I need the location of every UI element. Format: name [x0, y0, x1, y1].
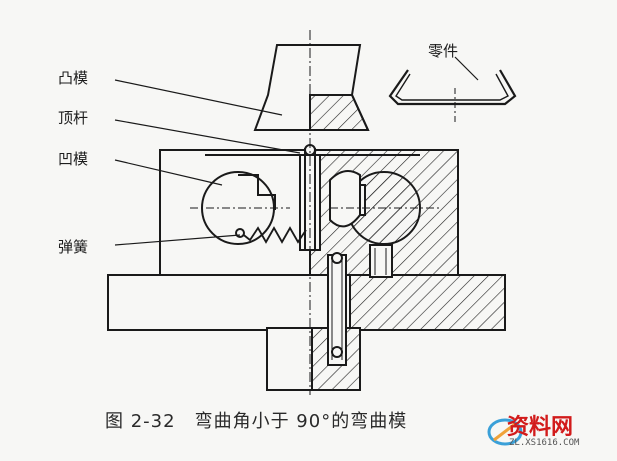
base-plate-hatched	[349, 274, 506, 331]
part-shape	[388, 69, 517, 106]
leader-part	[454, 56, 479, 81]
label-part: 零件	[428, 42, 459, 60]
label-punch: 凸模	[58, 69, 89, 87]
label-spring: 弹簧	[58, 238, 89, 256]
spring-coil	[239, 226, 307, 244]
label-die: 凹模	[58, 150, 89, 168]
figure-caption: 图 2-32 弯曲角小于 90°的弯曲模	[105, 411, 408, 432]
leader-ejector	[114, 119, 301, 154]
watermark-url: ZL.XS1616.COM	[509, 438, 580, 448]
watermark-brand: 资料网	[507, 415, 574, 440]
leader-spring	[114, 234, 241, 246]
leader-die	[114, 159, 223, 186]
watermark-logo	[487, 418, 523, 446]
watermark: 资料网 ZL.XS1616.COM	[459, 405, 609, 455]
label-ejector: 顶杆	[58, 109, 89, 127]
leader-punch	[114, 79, 283, 116]
